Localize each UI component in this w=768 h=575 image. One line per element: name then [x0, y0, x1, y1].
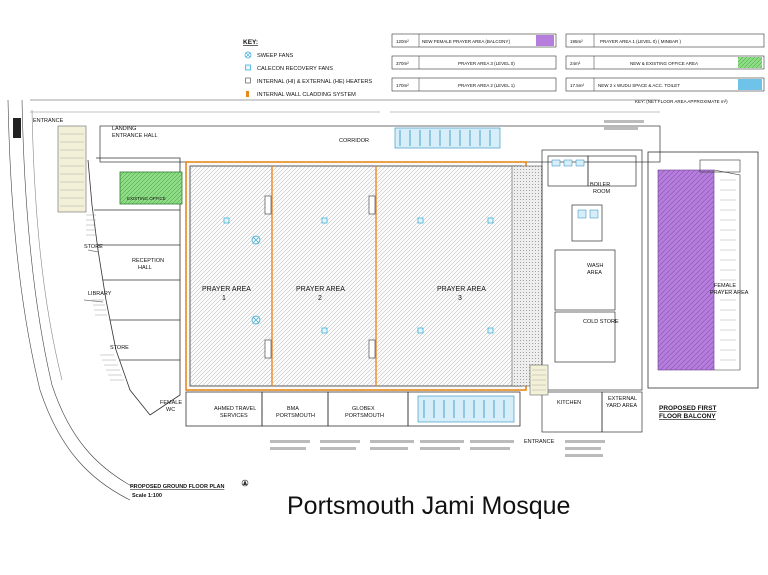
drawing-title: Portsmouth Jami Mosque — [287, 492, 570, 520]
sweep-fans — [251, 235, 261, 325]
prayer-area-1-number: 1 — [222, 295, 226, 302]
prayer-area-2-label: PRAYER AREA — [296, 286, 345, 293]
ahmed-travel-label-1: AHMED TRAVEL — [214, 406, 256, 412]
entrance-stair — [57, 125, 87, 213]
area-label: NEW FEMALE PRAYER AREA (BALCONY) — [422, 39, 510, 44]
female-wc-label-1: FEMALE — [160, 400, 182, 406]
wash-label-1: WASH — [587, 263, 603, 269]
reception-label-1: RECEPTION — [132, 258, 164, 264]
store-1-label: STORE — [84, 244, 103, 250]
area-value: 370m² — [396, 61, 409, 66]
heater-icon — [245, 77, 251, 84]
area-label: PRAYER AREA 2 (LEVEL 1) — [458, 83, 515, 88]
balcony-caption-2: FLOOR BALCONY — [659, 413, 716, 420]
prayer-area-3-number: 3 — [458, 295, 462, 302]
globex-label-2: PORTSMOUTH — [345, 413, 384, 419]
legend: KEY: SWEEP FANS CALECON RECOVERY FANS IN… — [243, 39, 372, 98]
legend-label: SWEEP FANS — [257, 53, 294, 59]
area-value: 170m² — [396, 83, 409, 88]
corridor-label: CORRIDOR — [339, 138, 369, 144]
prayer-area-2-floor — [273, 166, 375, 386]
area-label: PRAYER AREA 1 (LEVEL 0) ( MINBAR ) — [600, 39, 682, 44]
bma-label-2: PORTSMOUTH — [276, 413, 315, 419]
entrance-bottom-label: ENTRANCE — [524, 439, 555, 445]
area-value: 24m² — [570, 61, 581, 66]
balcony-over-zone — [511, 165, 543, 387]
kitchen-label: KITCHEN — [557, 400, 581, 406]
bma-label-1: BMA — [287, 406, 299, 412]
landing-label: LANDING — [112, 126, 136, 132]
area-value: 17.5m² — [570, 83, 585, 88]
legend-label: INTERNAL (HI) & EXTERNAL (HE) HEATERS — [257, 79, 372, 85]
balcony-swatch — [536, 35, 554, 46]
area-value: 195m² — [570, 39, 583, 44]
globex-label-1: GLOBEX — [352, 406, 375, 412]
entrance-marker — [13, 118, 21, 138]
store-2-label: STORE — [110, 345, 129, 351]
female-prayer-balcony-area — [657, 169, 715, 371]
area-label: NEW & EXISTING OFFICE AREA — [630, 61, 698, 66]
prayer-area-1-label: PRAYER AREA — [202, 286, 251, 293]
existing-office-area — [119, 171, 183, 205]
wudu-swatch — [738, 79, 762, 90]
legend-item-sweep-fans: SWEEP FANS — [244, 51, 294, 59]
area-table: 120m² NEW FEMALE PRAYER AREA (BALCONY) 3… — [391, 33, 765, 104]
annotation-notes — [270, 120, 644, 457]
left-wing — [83, 157, 181, 416]
legend-heading: KEY: — [243, 39, 258, 46]
female-prayer-label-2: PRAYER AREA — [710, 290, 749, 296]
fan-symbol-icon — [244, 51, 252, 59]
area-label: PRAYER AREA 3 (LEVEL 0) — [458, 61, 515, 66]
corridor-band — [99, 125, 661, 163]
site-context — [7, 99, 660, 501]
reception-label-2: HALL — [138, 265, 152, 271]
legend-item-heaters: INTERNAL (HI) & EXTERNAL (HE) HEATERS — [245, 77, 372, 85]
shop-row — [185, 391, 521, 427]
plan-caption: PROPOSED GROUND FLOOR PLAN — [130, 484, 224, 490]
female-wc-label-2: WC — [166, 407, 175, 413]
existing-office-label: EXISTING OFFICE — [127, 196, 166, 201]
cold-store-label: COLD STORE — [583, 319, 619, 325]
external-yard-label-2: YARD AREA — [606, 403, 637, 409]
hall-columns — [264, 195, 376, 359]
prayer-area-2-number: 2 — [318, 295, 322, 302]
legend-item-cladding: INTERNAL WALL CLADDING SYSTEM — [246, 91, 356, 98]
toilet-blocks — [551, 159, 599, 219]
recovery-fans — [223, 217, 494, 334]
steps-hatch — [86, 214, 124, 381]
north-arrow-pointer — [243, 480, 247, 485]
prayer-area-3-label: PRAYER AREA — [437, 286, 486, 293]
entrance-hall-label: ENTRANCE HALL — [112, 133, 158, 139]
area-table-note: KEY: (NET FLOOR AREA APPROXIMATE m²) — [635, 99, 728, 104]
library-label: LIBRARY — [88, 291, 112, 297]
external-yard-label-1: EXTERNAL — [608, 396, 637, 402]
area-label: NEW 2 x WUDU SPACE & ACC. TOILET — [598, 83, 680, 88]
first-floor-balcony: FEMALE PRAYER AREA — [647, 151, 759, 389]
wudu-area-top — [394, 127, 501, 149]
wudu-area-bottom — [417, 395, 515, 423]
legend-item-recovery-fans: CALECON RECOVERY FANS — [245, 64, 333, 72]
service-wing — [541, 149, 643, 433]
entrance-top-label: ENTRANCE — [33, 118, 64, 124]
wash-label-2: AREA — [587, 270, 602, 276]
prayer-area-1-floor — [190, 166, 272, 386]
legend-label: CALECON RECOVERY FANS — [257, 66, 333, 72]
prayer-area-3-floor — [377, 166, 512, 386]
area-value: 120m² — [396, 39, 409, 44]
cladding-icon — [246, 91, 249, 97]
ahmed-travel-label-2: SERVICES — [220, 413, 248, 419]
female-prayer-label-1: FEMALE — [714, 283, 736, 289]
recovery-fan-icon — [245, 64, 251, 71]
balcony-caption-1: PROPOSED FIRST — [659, 405, 716, 412]
office-swatch — [738, 57, 762, 68]
plan-scale: Scale 1:100 — [132, 493, 162, 499]
boiler-label-2: ROOM — [593, 189, 611, 195]
legend-label: INTERNAL WALL CLADDING SYSTEM — [257, 92, 356, 98]
boiler-label-1: BOILER — [590, 182, 610, 188]
